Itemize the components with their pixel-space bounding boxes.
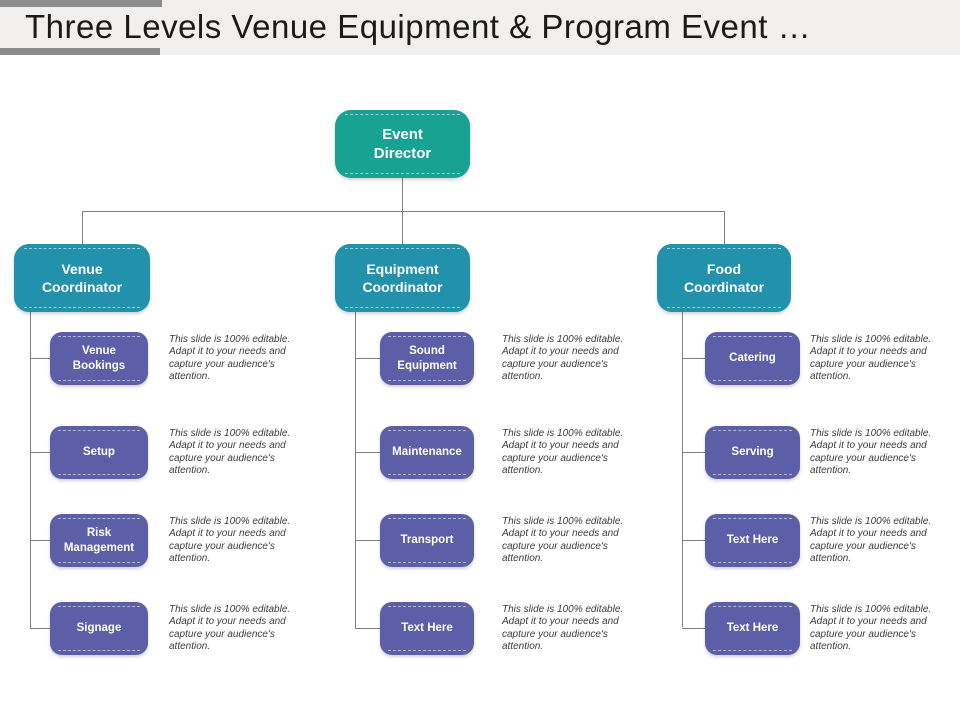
child-label: Maintenance <box>392 446 462 458</box>
child-label: Transport <box>400 534 454 546</box>
child-label: Venue Bookings <box>72 344 126 372</box>
child-label: Text Here <box>401 622 453 634</box>
editable-note: This slide is 100% editable. Adapt it to… <box>810 602 950 655</box>
connector-line <box>402 211 403 244</box>
editable-note-text: This slide is 100% editable. Adapt it to… <box>169 427 291 477</box>
editable-note: This slide is 100% editable. Adapt it to… <box>502 332 642 385</box>
child-label: Risk Management <box>63 526 135 554</box>
node-serving: Serving <box>705 426 800 479</box>
editable-note-text: This slide is 100% editable. Adapt it to… <box>502 515 624 565</box>
connector-line <box>355 312 356 628</box>
child-label: Signage <box>76 622 122 634</box>
editable-note: This slide is 100% editable. Adapt it to… <box>502 514 642 567</box>
node-text-here-2: Text Here <box>705 514 800 567</box>
editable-note: This slide is 100% editable. Adapt it to… <box>502 602 642 655</box>
editable-note: This slide is 100% editable. Adapt it to… <box>169 426 305 479</box>
connector-line <box>724 211 725 244</box>
editable-note-text: This slide is 100% editable. Adapt it to… <box>169 333 291 383</box>
coordinator-label: Venue Coordinator <box>41 261 123 295</box>
child-label: Text Here <box>726 534 779 546</box>
connector-line <box>682 312 683 627</box>
connector-line <box>355 540 381 541</box>
food-coordinator-node: Food Coordinator <box>657 244 791 312</box>
child-label: Sound Equipment <box>397 344 457 372</box>
node-text-here-3: Text Here <box>705 602 800 655</box>
connector-line <box>355 358 381 359</box>
editable-note-text: This slide is 100% editable. Adapt it to… <box>169 515 291 565</box>
title-accent-bottom <box>0 48 160 55</box>
node-transport: Transport <box>380 514 474 567</box>
editable-note-text: This slide is 100% editable. Adapt it to… <box>810 603 932 653</box>
editable-note: This slide is 100% editable. Adapt it to… <box>169 514 305 567</box>
venue-coordinator-node: Venue Coordinator <box>14 244 150 312</box>
child-label: Text Here <box>726 622 779 634</box>
node-text-here-1: Text Here <box>380 602 474 655</box>
connector-line <box>30 628 51 629</box>
connector-line <box>355 628 381 629</box>
child-label: Catering <box>729 352 776 364</box>
connector-line <box>82 211 83 244</box>
coordinator-label: Equipment Coordinator <box>362 261 443 295</box>
child-label: Setup <box>83 446 115 458</box>
editable-note-text: This slide is 100% editable. Adapt it to… <box>502 427 624 477</box>
node-risk-management: Risk Management <box>50 514 148 567</box>
connector-line <box>682 628 706 629</box>
node-catering: Catering <box>705 332 800 385</box>
node-setup: Setup <box>50 426 148 479</box>
editable-note-text: This slide is 100% editable. Adapt it to… <box>810 515 932 565</box>
connector-line <box>30 540 51 541</box>
editable-note: This slide is 100% editable. Adapt it to… <box>502 426 642 479</box>
connector-line <box>682 540 706 541</box>
connector-line <box>30 312 31 628</box>
editable-note: This slide is 100% editable. Adapt it to… <box>169 602 305 655</box>
connector-line <box>30 452 51 453</box>
node-signage: Signage <box>50 602 148 655</box>
node-maintenance: Maintenance <box>380 426 474 479</box>
editable-note: This slide is 100% editable. Adapt it to… <box>810 332 950 385</box>
editable-note: This slide is 100% editable. Adapt it to… <box>810 514 950 567</box>
director-label: Event Director <box>373 126 432 162</box>
editable-note: This slide is 100% editable. Adapt it to… <box>169 332 305 385</box>
editable-note-text: This slide is 100% editable. Adapt it to… <box>502 603 624 653</box>
editable-note-text: This slide is 100% editable. Adapt it to… <box>169 603 291 653</box>
connector-line <box>682 358 706 359</box>
equipment-coordinator-node: Equipment Coordinator <box>335 244 470 312</box>
editable-note-text: This slide is 100% editable. Adapt it to… <box>810 333 932 383</box>
editable-note: This slide is 100% editable. Adapt it to… <box>810 426 950 479</box>
connector-line <box>355 452 381 453</box>
editable-note-text: This slide is 100% editable. Adapt it to… <box>810 427 932 477</box>
connector-line <box>30 358 51 359</box>
child-label: Serving <box>731 446 774 458</box>
slide-title: Three Levels Venue Equipment & Program E… <box>25 8 812 45</box>
node-venue-bookings: Venue Bookings <box>50 332 148 385</box>
editable-note-text: This slide is 100% editable. Adapt it to… <box>502 333 624 383</box>
title-bar <box>0 0 960 55</box>
title-accent-top <box>0 0 162 7</box>
coordinator-label: Food Coordinator <box>683 261 765 295</box>
connector-line <box>82 211 725 212</box>
director-node: Event Director <box>335 110 470 178</box>
connector-line <box>682 452 706 453</box>
connector-line <box>402 178 403 211</box>
node-sound-equipment: Sound Equipment <box>380 332 474 385</box>
